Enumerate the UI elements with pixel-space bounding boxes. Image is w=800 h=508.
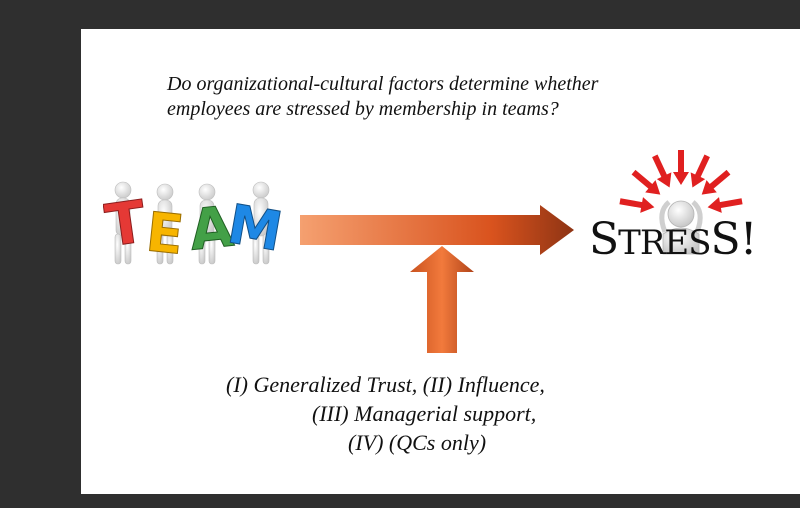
burst-arrow-head-6 — [701, 180, 717, 195]
stressed-figure — [659, 200, 703, 255]
factor-line-2: (III) Managerial support, — [312, 401, 537, 426]
team-letter-t: T — [103, 187, 150, 260]
burst-arrow-head-1 — [640, 197, 655, 213]
stress-burst-arrows — [619, 150, 743, 213]
burst-arrow-head-3 — [656, 172, 672, 188]
team-letter-m: M — [223, 192, 285, 263]
burst-arrow-head-7 — [707, 197, 722, 213]
stress-word: STRESS! — [589, 210, 758, 273]
stress-middle: TRES — [618, 223, 711, 263]
factor-line-1: (I) Generalized Trust, (II) Influence, — [226, 372, 545, 397]
question-line-2: employees are stressed by membership in … — [167, 98, 559, 120]
team-letter-e: E — [143, 200, 186, 267]
stress-illustration — [619, 150, 743, 255]
factor-line-3: (IV) (QCs only) — [348, 430, 487, 455]
stress-end: S! — [710, 214, 758, 265]
burst-arrow-head-2 — [645, 180, 661, 195]
moderating-factors: (I) Generalized Trust, (II) Influence, (… — [226, 370, 545, 457]
figure-3 — [198, 183, 216, 265]
research-question: Do organizational-cultural factors deter… — [167, 72, 727, 122]
figure-4 — [252, 181, 270, 265]
team-letter-a: A — [186, 194, 237, 263]
team-illustration: T E A M — [103, 181, 285, 267]
burst-arrow-head-4 — [673, 172, 689, 185]
burst-arrow-head-5 — [690, 172, 706, 188]
stress-big-s: S — [589, 214, 619, 265]
question-line-1: Do organizational-cultural factors deter… — [167, 73, 599, 95]
figure-1 — [114, 181, 132, 265]
figure-2 — [156, 183, 174, 265]
